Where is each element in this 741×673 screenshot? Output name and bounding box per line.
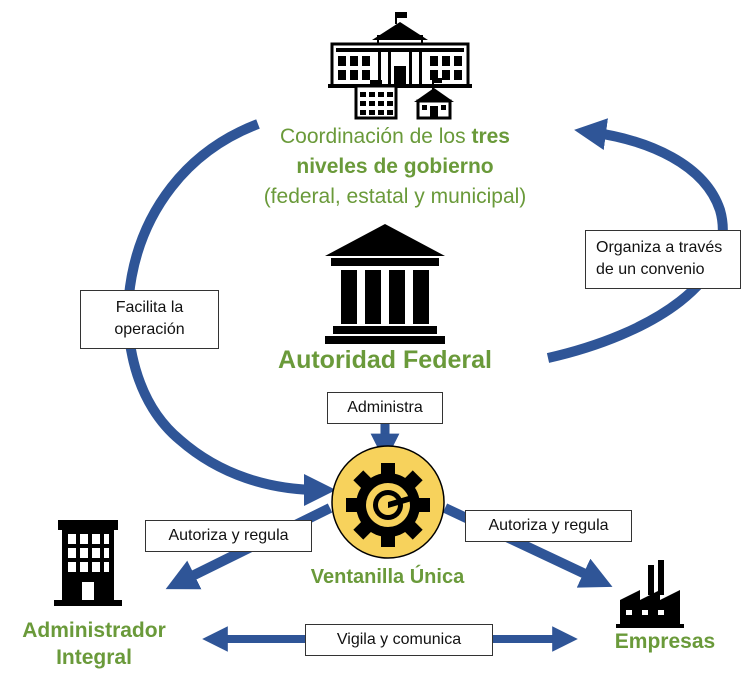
coordination-line3: (federal, estatal y municipal) bbox=[263, 185, 527, 208]
right-arc-line2: de un convenio bbox=[596, 261, 705, 278]
admin-line1: Administrador bbox=[22, 619, 166, 642]
administra-box: Administra bbox=[327, 392, 443, 424]
left-arc-line2: operación bbox=[114, 321, 185, 338]
coordination-title: Coordinación de los tres niveles de gobi… bbox=[230, 122, 560, 212]
office-building-icon bbox=[354, 80, 398, 120]
right-arc-line1: Organiza a través bbox=[596, 239, 723, 256]
authority-label: Autoridad Federal bbox=[278, 346, 492, 374]
window-label: Ventanilla Única bbox=[310, 566, 465, 588]
right-arc-arrow bbox=[546, 118, 728, 363]
factory-icon bbox=[616, 560, 684, 628]
gear-dial-icon bbox=[331, 445, 445, 559]
autoriza-left-box: Autoriza y regula bbox=[145, 520, 312, 552]
tower-building-icon bbox=[54, 520, 122, 606]
empresas-label: Empresas bbox=[614, 630, 716, 653]
autoriza-right-box: Autoriza y regula bbox=[465, 510, 632, 542]
left-arc-line1: Facilita la bbox=[115, 299, 184, 316]
coordination-line2: niveles de gobierno bbox=[296, 155, 494, 178]
coordination-line1-bold: tres bbox=[471, 125, 510, 148]
left-arc-arrow bbox=[123, 119, 336, 506]
admin-label: Administrador Integral bbox=[8, 617, 180, 671]
government-building-icon bbox=[328, 12, 472, 88]
coordination-line1-prefix: Coordinación de los bbox=[280, 125, 472, 148]
left-arc-box: Facilita la operación bbox=[80, 290, 219, 349]
admin-line2: Integral bbox=[56, 646, 132, 669]
right-arc-box: Organiza a través de un convenio bbox=[585, 230, 741, 289]
courthouse-icon bbox=[325, 224, 445, 344]
school-building-icon bbox=[414, 78, 454, 120]
vigila-box: Vigila y comunica bbox=[305, 624, 493, 656]
